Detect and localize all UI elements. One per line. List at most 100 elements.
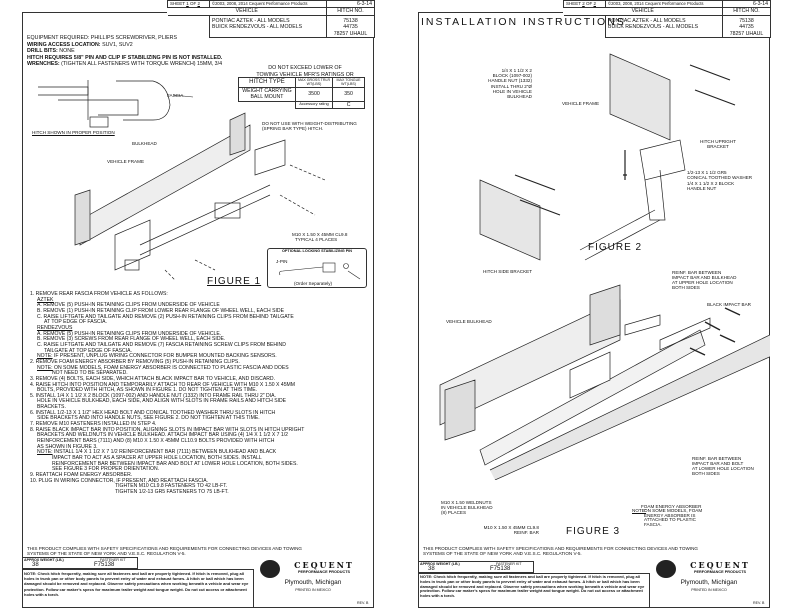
instruction-text: 9. REATTACH FOAM ENERGY ABSORBER. [30, 472, 133, 478]
sheet-number: 1 [186, 1, 189, 6]
weight-box-2: APPROX WEIGHT (LB.) 38 FASTENER KIT F751… [418, 561, 534, 573]
sheet-total: 2 [593, 1, 596, 6]
vehicle-1: PONTIAC AZTEK - ALL MODELS [212, 17, 290, 24]
instruction-line: 6. INSTALL 1/2-13 X 1 1/2" HEX HEAD BOLT… [30, 410, 304, 417]
compliance-line: THIS PRODUCT COMPLIES WITH SAFETY SPECIF… [27, 546, 302, 551]
instruction-label: NOTE: [37, 364, 53, 371]
printed-in: PRINTED IN MEXICO [295, 588, 331, 592]
safety-note-2: NOTE: Check hitch frequently, making sur… [418, 573, 650, 608]
instruction-text: TIGHTEN 1/2-13 GR5 FASTENERS TO 75 LB-FT… [115, 488, 229, 495]
instruction-line: 9. REATTACH FOAM ENERGY ABSORBER. [30, 472, 304, 479]
equip-label: WRENCHES: [27, 61, 60, 67]
reinf-line: REINF. BAR BETWEEN [692, 456, 742, 461]
date: 6-3-14 [326, 0, 375, 9]
instruction-line: 4. RAISE HITCH INTO POSITION AND TEMPORA… [30, 382, 304, 389]
instruction-line: AZTEK [30, 297, 304, 304]
instruction-line: TIGHTEN M10 CL9.8 FASTENERS TO 42 LB-FT. [30, 483, 304, 490]
revision-2: REV. B [753, 601, 765, 605]
fascia-sketch [38, 80, 194, 128]
title-block-2: SHEET 2 OF 2 ©2003, 2008, 2014 Cequent P… [563, 0, 771, 39]
optional-pin-box: OPTIONAL LOCKING STABILIZING PIN J-PIN (… [267, 248, 367, 288]
sheet-label: SHEET [170, 1, 185, 6]
equipment-list: EQUIPMENT REQUIRED: PHILLIPS SCREWDRIVER… [27, 35, 222, 68]
kit-label: FASTENER KIT [496, 562, 522, 566]
city: Plymouth, Michigan [680, 579, 738, 586]
instruction-text: 2. REMOVE FOAM ENERGY ABSORBER BY REMOVI… [30, 358, 240, 365]
hitch-col: HITCH NO. [722, 7, 771, 16]
instruction-line: NOTE: ON SOME MODELS, FOAM ENERGY ABSORB… [30, 364, 304, 372]
copyright: ©2003, 2008, 2014 Cequent Performance Pr… [209, 0, 327, 9]
order-label: (Order Separately) [294, 281, 333, 286]
figure-2-drawing [479, 53, 736, 261]
hitch-number: 44735 [739, 24, 754, 31]
sheet-label: SHEET [566, 1, 581, 6]
brand-name: CEQUENT [294, 560, 354, 570]
instruction-line: BOLTS, PROVIDED WITH HITCH, AS SHOWN IN … [30, 387, 304, 394]
instruction-text: 10. PLUG IN WIRING CONNECTOR, IF PRESENT… [30, 477, 209, 484]
revision: REV. B [357, 601, 369, 605]
kit-value: F75138 [490, 566, 511, 572]
hitch-number: 75138 [343, 17, 358, 24]
foam-note-line: FASCIA. [644, 522, 662, 528]
block-line: BLOCK (1097-002) [492, 73, 532, 79]
upright-line: HITCH UPRIGHT [700, 139, 736, 144]
instruction-line: NOT NEED TO BE SEPARATED. [30, 370, 304, 377]
equip-text: SUV1, SUV2 [102, 41, 133, 48]
weldnut-line: (8) PLACES [441, 510, 467, 515]
vehicle-1: PONTIAC AZTEK - ALL MODELS [608, 17, 686, 24]
instruction-text: REINFORCEMENT BARS (7111) AND (8) M10 X … [37, 438, 275, 445]
instruction-text: NOT NEED TO BE SEPARATED. [52, 370, 128, 377]
caption-line: DO NOT EXCEED LOWER OF [268, 65, 342, 71]
block-line: 1/4 X 1 1/2 X 2 [501, 68, 532, 73]
instruction-text: BOLTS, PROVIDED WITH HITCH, AS SHOWN IN … [37, 387, 258, 394]
instruction-text: IF PRESENT, UNPLUG WIRING CONNECTOR FOR … [52, 353, 277, 360]
gross-value: 3500 [294, 87, 334, 102]
instruction-text: c. RAISE LIFTGATE AND TAILGATE AND REMOV… [37, 313, 294, 320]
instruction-text: 1. REMOVE REAR FASCIA FROM VEHICLE AS FO… [30, 291, 168, 297]
instructions: 1. REMOVE REAR FASCIA FROM VEHICLE AS FO… [30, 291, 304, 496]
instruction-line: c. RAISE LIFTGATE AND TAILGATE AND REMOV… [30, 342, 304, 349]
brand-sub: PERFORMANCE PRODUCTS [693, 570, 747, 574]
title-block-1: SHEET 1 OF 2 ©2003, 2008, 2014 Cequent P… [167, 0, 375, 39]
washer-line: HANDLE NUT [687, 186, 717, 192]
figure-3-drawing [439, 284, 770, 480]
safety-note: NOTE: Check hitch frequently, making sur… [22, 569, 254, 607]
logo-swoosh-icon [260, 560, 280, 578]
figure-2-caption: FIGURE 2 [588, 242, 643, 253]
compliance-line: THIS PRODUCT COMPLIES WITH SAFETY SPECIF… [423, 546, 698, 551]
instruction-line: TAILGATE AT TOP EDGE OF FASCIA. [30, 348, 304, 355]
weight-label: APPROX WEIGHT (LB.) [420, 562, 460, 566]
instruction-line: c. RAISE LIFTGATE AND TAILGATE AND REMOV… [30, 313, 304, 321]
fascia-label: FASCIA [167, 93, 184, 98]
instruction-line: SEE FIGURE 3 FOR PROPER ORIENTATION. [30, 467, 304, 473]
instruction-line: NOTE: IF PRESENT, UNPLUG WIRING CONNECTO… [30, 353, 304, 360]
reinf-line: REINF. BAR BETWEEN [672, 270, 722, 275]
reinf-line: AT LOWER HOLE LOCATION [692, 466, 754, 471]
accessory-label: Accessory rating [294, 100, 334, 110]
instruction-text: HOLE IN VEHICLE BULKHEAD, EACH SIDE, AND… [37, 398, 287, 405]
instruction-line: 8. RAISE BLACK IMPACT BAR INTO POSITION,… [30, 427, 304, 434]
instruction-line: NOTE: INSTALL 1/4 X 1 1/2 X 7 1/2 REINFO… [30, 450, 304, 456]
page-title: INSTALLATION INSTRUCTIONS [421, 16, 626, 28]
row-label: WEIGHT CARRYING BALL MOUNT [238, 87, 296, 102]
hitch-number: 78257 UHAUL [333, 30, 368, 37]
instruction-text: a. REMOVE (5) PUSH-IN RETAINING CLIPS FR… [37, 330, 222, 337]
compliance-text-2: THIS PRODUCT COMPLIES WITH SAFETY SPECIF… [423, 546, 698, 556]
bolt-line: REINF. BAR [513, 530, 539, 535]
brand-sub: PERFORMANCE PRODUCTS [297, 570, 351, 574]
foam-note-line: ENERGY ABSORBER IS [644, 512, 696, 518]
instruction-text: SIDE BRACKETS AND INTO HANDLE NUTS, SEE … [37, 415, 260, 422]
compliance-line: SYSTEMS OF THE STATE OF NEW YORK AND V.E… [27, 550, 186, 556]
instruction-text: 3. REMOVE (4) BOLTS, EACH SIDE, WHICH AT… [30, 375, 276, 382]
instruction-line: 5. INSTALL 1/4 X 1 1/2 X 2 BLOCK (1097-0… [30, 393, 304, 400]
instruction-line: b. REMOVE (1) PUSH-IN RETAINING CLIP FRO… [30, 308, 304, 315]
hitch-col: HITCH NO. [326, 7, 375, 16]
instruction-text: TIGHTEN M10 CL9.8 FASTENERS TO 42 LB-FT. [115, 483, 228, 490]
washer-line: CONICAL TOOTHED WASHER [687, 175, 753, 181]
instruction-line: HOLE IN VEHICLE BULKHEAD, EACH SIDE, AND… [30, 399, 304, 405]
